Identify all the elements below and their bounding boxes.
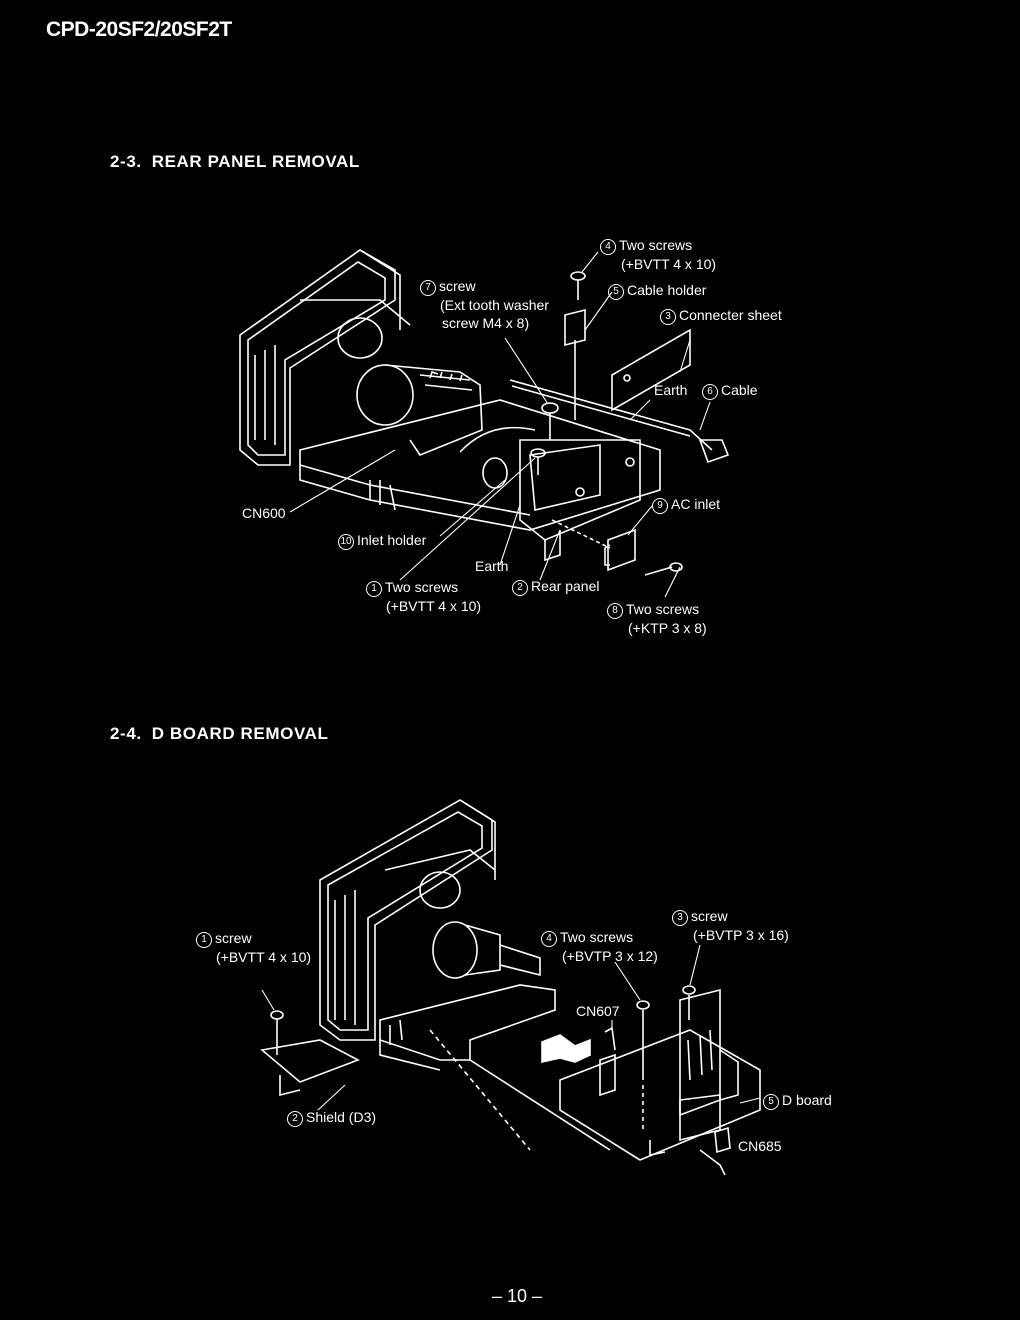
- monitor-bezel: [239, 249, 411, 466]
- direction-arrow: [541, 1034, 591, 1063]
- label-cn685: CN685: [738, 1138, 782, 1154]
- label-earth-bottom: Earth: [475, 558, 509, 574]
- leader-lines: [289, 251, 711, 598]
- screw-1: [530, 448, 546, 475]
- label-earth-top: Earth: [654, 382, 688, 398]
- crt-neck: [419, 871, 541, 979]
- cn685-connector: [714, 1126, 731, 1154]
- ac-inlet: [604, 528, 636, 572]
- screw-1: [270, 1010, 284, 1055]
- screw-4: [570, 271, 586, 300]
- label-cn600: CN600: [242, 505, 286, 521]
- screw-4: [636, 1000, 650, 1130]
- page-number: – 10 –: [492, 1286, 543, 1306]
- model-title: CPD-20SF2/20SF2T: [46, 18, 232, 41]
- chassis: [379, 984, 611, 1151]
- section-number: 2-4.: [110, 724, 142, 743]
- section-2-3-title: 2-3. REAR PANEL REMOVAL: [110, 152, 360, 172]
- screw-3: [682, 985, 696, 1020]
- screw-8: [644, 562, 683, 576]
- shield-d3: [260, 1039, 360, 1097]
- section-number: 2-3.: [110, 152, 142, 171]
- cable-holder: [564, 308, 586, 420]
- section-heading: REAR PANEL REMOVAL: [151, 152, 360, 171]
- monitor-bezel: [319, 799, 496, 1041]
- screw-7: [541, 402, 559, 440]
- leader-lines: [261, 944, 761, 1111]
- crt-neck: [337, 317, 483, 456]
- inlet-holder-arc: [459, 426, 536, 453]
- label-cn607: CN607: [576, 1003, 620, 1019]
- connector-sheet: [611, 328, 691, 412]
- section-2-4-title: 2-4. D BOARD REMOVAL: [110, 724, 329, 744]
- d-board: [559, 988, 761, 1161]
- section-heading: D BOARD REMOVAL: [151, 724, 329, 743]
